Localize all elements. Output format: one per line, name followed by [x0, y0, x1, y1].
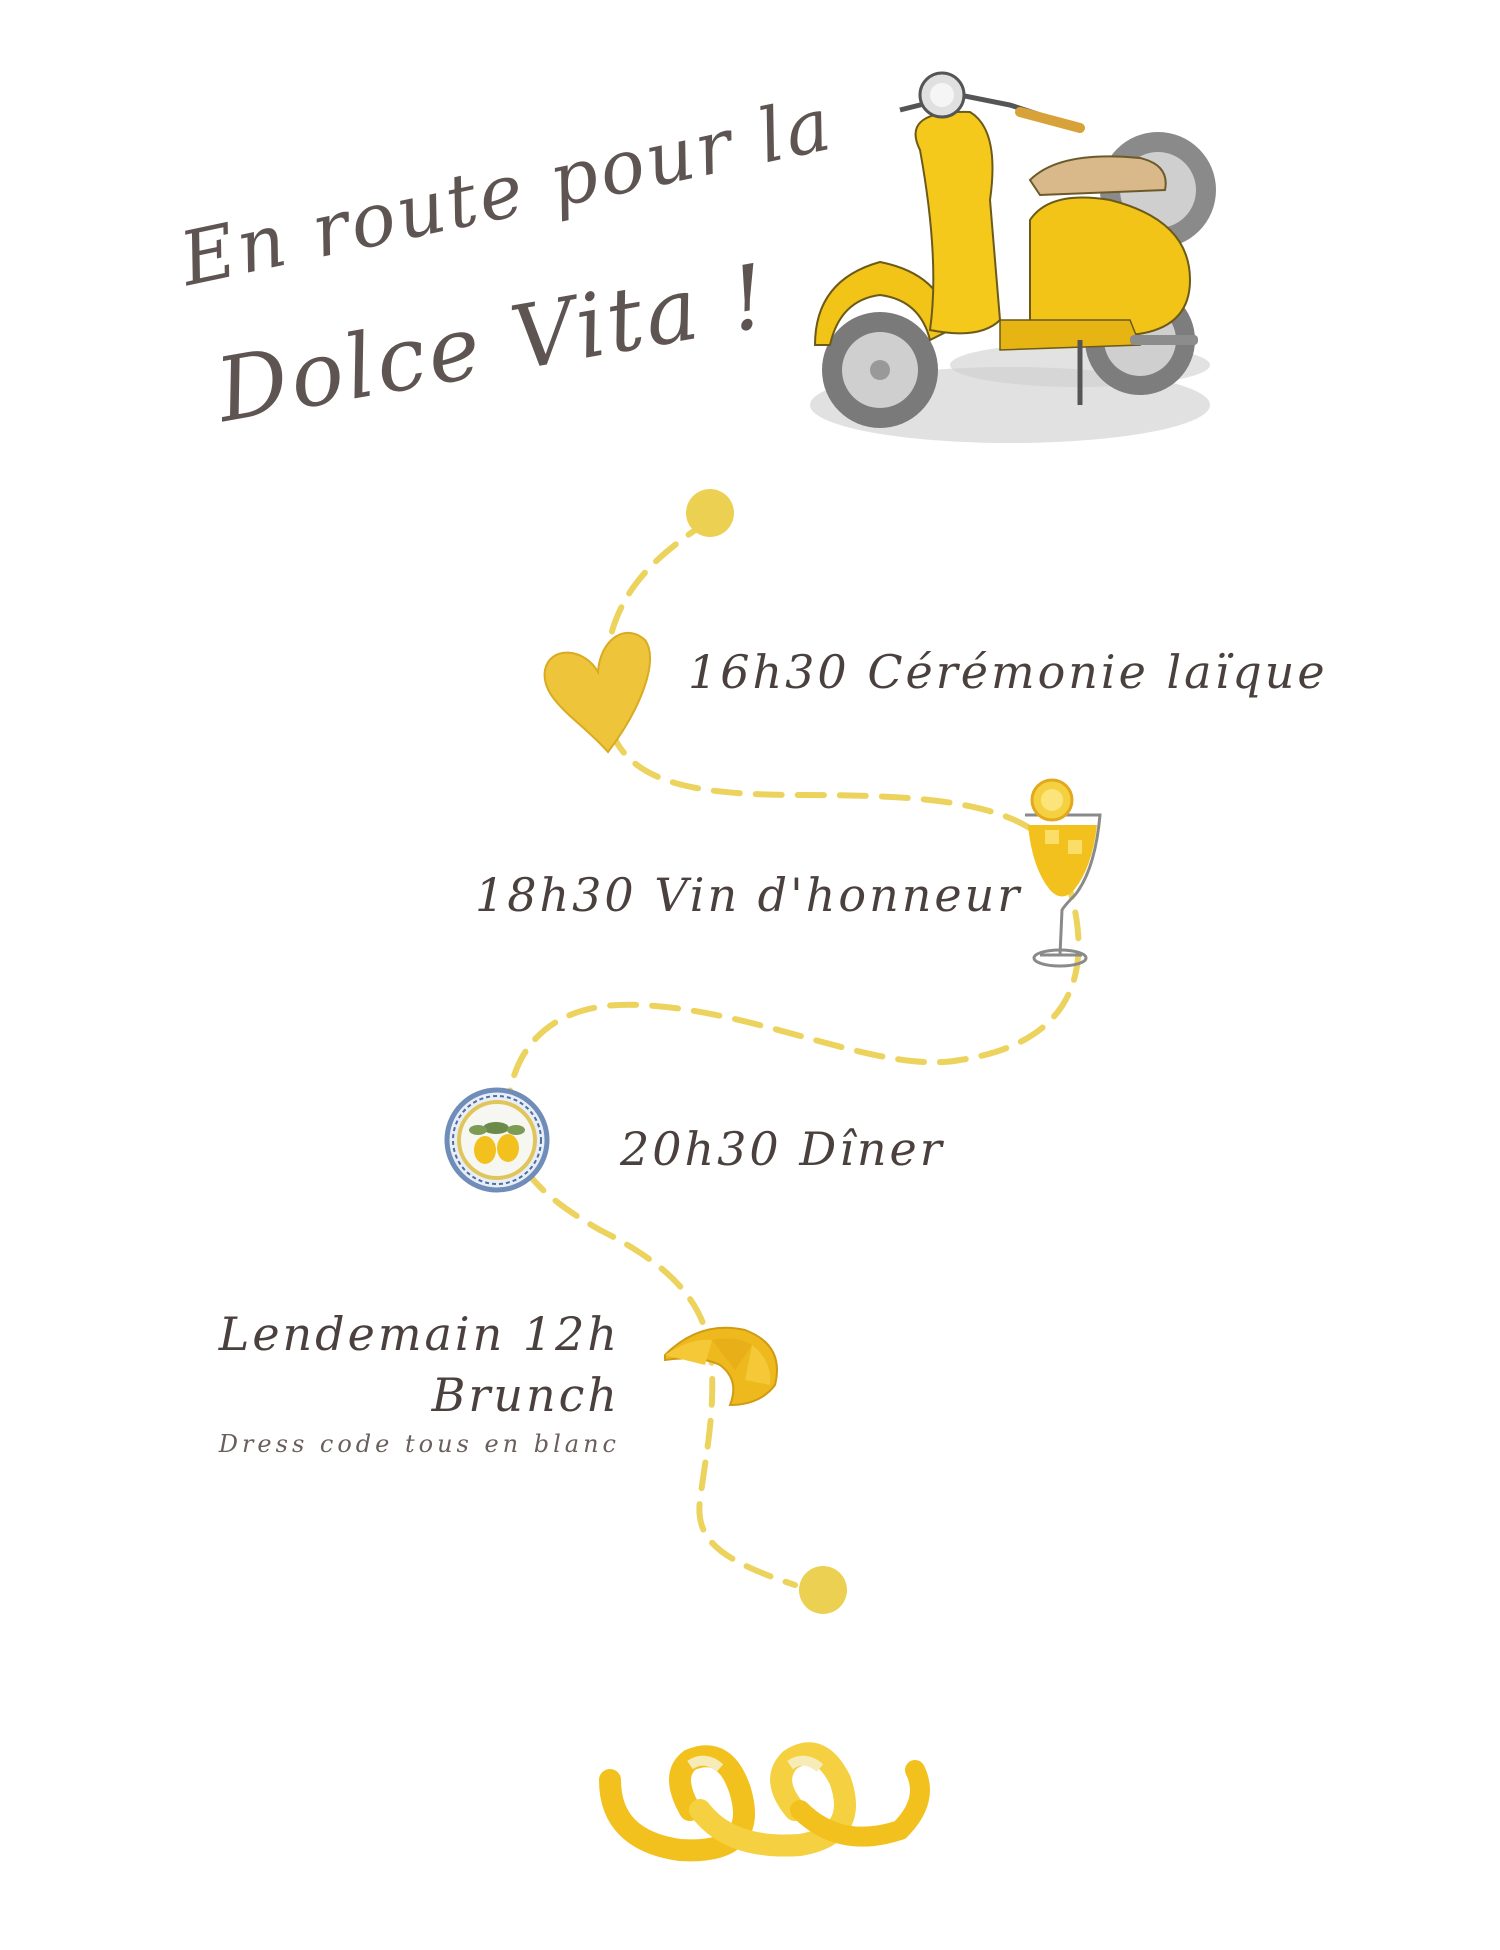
heart-icon: [543, 631, 652, 754]
event-ceremony-label: 16h30 Cérémonie laïque: [688, 645, 1328, 699]
spritz-glass-icon: [1025, 778, 1102, 968]
event-reception-label: 18h30 Vin d'honneur: [475, 868, 1023, 922]
lemon-plate-icon: [444, 1087, 550, 1193]
dashed-route-line: [504, 517, 1082, 1588]
lemon-peel-decoration: [599, 1742, 930, 1862]
dress-code-note: Dress code tous en blanc: [218, 1430, 620, 1458]
event-dinner-label: 20h30 Dîner: [620, 1122, 945, 1176]
event-brunch-label: Brunch: [431, 1368, 620, 1422]
event-next-day-label: Lendemain 12h: [218, 1307, 620, 1361]
croissant-icon: [664, 1326, 778, 1407]
end-dot: [799, 1566, 847, 1614]
start-dot: [686, 489, 734, 537]
